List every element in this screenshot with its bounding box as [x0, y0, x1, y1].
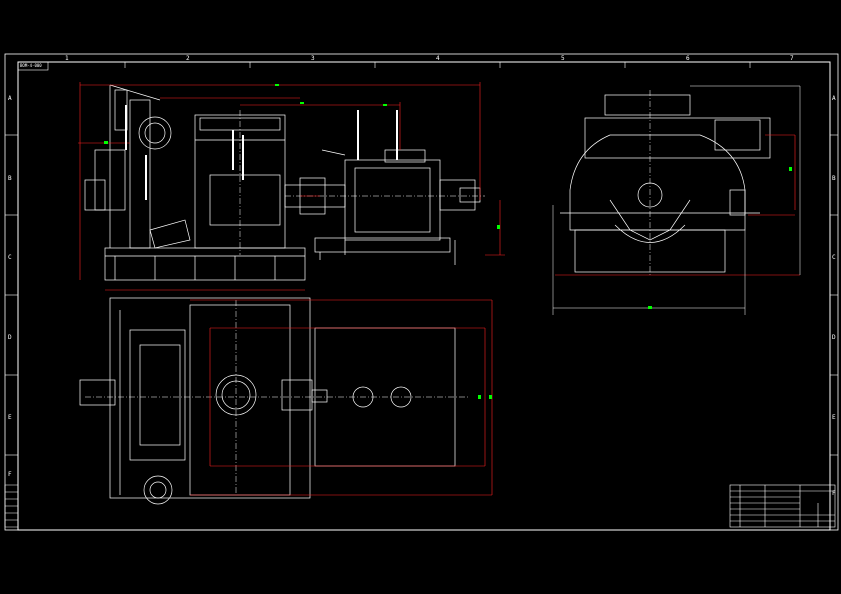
front-elevation-view: [84, 84, 485, 281]
plan-green-marks: [478, 395, 492, 399]
column-label-7: 7: [790, 55, 794, 62]
side-green-marks: [648, 167, 792, 309]
side-dimensions: [555, 134, 800, 276]
row-label-right-C: C: [832, 254, 836, 261]
row-label-right-D: D: [832, 334, 836, 341]
row-label-D: D: [8, 334, 12, 341]
side-elevation-view: [560, 90, 771, 275]
row-label-E: E: [8, 414, 12, 421]
row-label-A: A: [8, 95, 12, 102]
stamp-box: [17, 61, 49, 71]
column-label-3: 3: [311, 55, 315, 62]
row-label-right-B: B: [832, 175, 836, 182]
zone-ticks: [5, 62, 838, 456]
plan-dimensions: [190, 299, 493, 496]
column-label-2: 2: [186, 55, 190, 62]
row-label-C: C: [8, 254, 12, 261]
column-label-1: 1: [65, 55, 69, 62]
column-label-5: 5: [561, 55, 565, 62]
stamp-label: BOM-4-000: [20, 63, 42, 68]
left-revision-block: [4, 484, 19, 528]
sheet-border: [4, 53, 839, 531]
row-label-right-E: E: [832, 414, 836, 421]
column-label-4: 4: [436, 55, 440, 62]
front-dimensions: [78, 82, 505, 291]
title-block: [729, 484, 836, 528]
front-green-marks: [104, 84, 500, 229]
row-label-F: F: [8, 471, 12, 478]
column-label-6: 6: [686, 55, 690, 62]
row-label-B: B: [8, 175, 12, 182]
front-vertical-notes: [125, 105, 398, 200]
row-label-right-F: F: [832, 490, 836, 497]
row-label-right-A: A: [832, 95, 836, 102]
